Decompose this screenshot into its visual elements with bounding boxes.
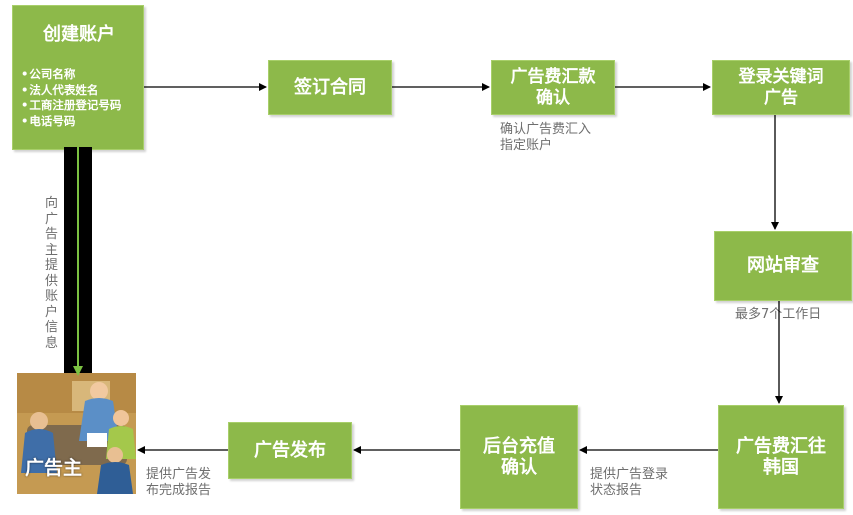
advertiser-clipart-icon — [17, 373, 136, 494]
account-field-company: 公司名称 — [21, 67, 121, 83]
review-note: 最多7个工作日 — [735, 307, 822, 322]
sign-contract-box: 签订合同 — [268, 60, 392, 115]
site-review-box: 网站审查 — [714, 231, 852, 301]
publish-report-note: 提供广告发 布完成报告 — [146, 467, 212, 499]
fee-confirm-label: 广告费汇款 确认 — [510, 67, 596, 108]
login-keywords-box: 登录关键词 广告 — [712, 60, 850, 115]
advertiser-label: 广告主 — [25, 457, 83, 479]
sign-contract-label: 签订合同 — [294, 76, 366, 98]
account-field-registration: 工商注册登记号码 — [21, 98, 121, 114]
fee-confirm-box: 广告费汇款 确认 — [491, 60, 615, 115]
account-info-note: 向广告主提供账户信息 — [44, 196, 58, 351]
create-account-box: 创建账户 公司名称 法人代表姓名 工商注册登记号码 电话号码 — [12, 5, 144, 150]
login-report-note: 提供广告登录 状态报告 — [590, 467, 669, 499]
create-account-title: 创建账户 — [43, 24, 115, 45]
account-fields-list: 公司名称 法人代表姓名 工商注册登记号码 电话号码 — [21, 67, 121, 129]
site-review-label: 网站审查 — [747, 255, 819, 277]
backend-confirm-label: 后台充值 确认 — [483, 435, 555, 478]
ad-publish-label: 广告发布 — [254, 439, 326, 461]
remit-korea-label: 广告费汇往 韩国 — [736, 435, 826, 478]
ad-publish-box: 广告发布 — [228, 422, 352, 479]
advertiser-picture: 广告主 — [17, 373, 136, 494]
account-field-legal-rep: 法人代表姓名 — [21, 83, 121, 99]
arrow-down-to-advertiser — [73, 366, 83, 376]
fee-confirm-note: 确认广告费汇入 指定账户 — [500, 122, 592, 154]
account-field-phone: 电话号码 — [21, 114, 121, 130]
remit-korea-box: 广告费汇往 韩国 — [718, 405, 844, 509]
login-keywords-label: 登录关键词 广告 — [738, 67, 824, 108]
vertical-connector-inner — [77, 147, 79, 373]
backend-confirm-box: 后台充值 确认 — [460, 405, 578, 509]
